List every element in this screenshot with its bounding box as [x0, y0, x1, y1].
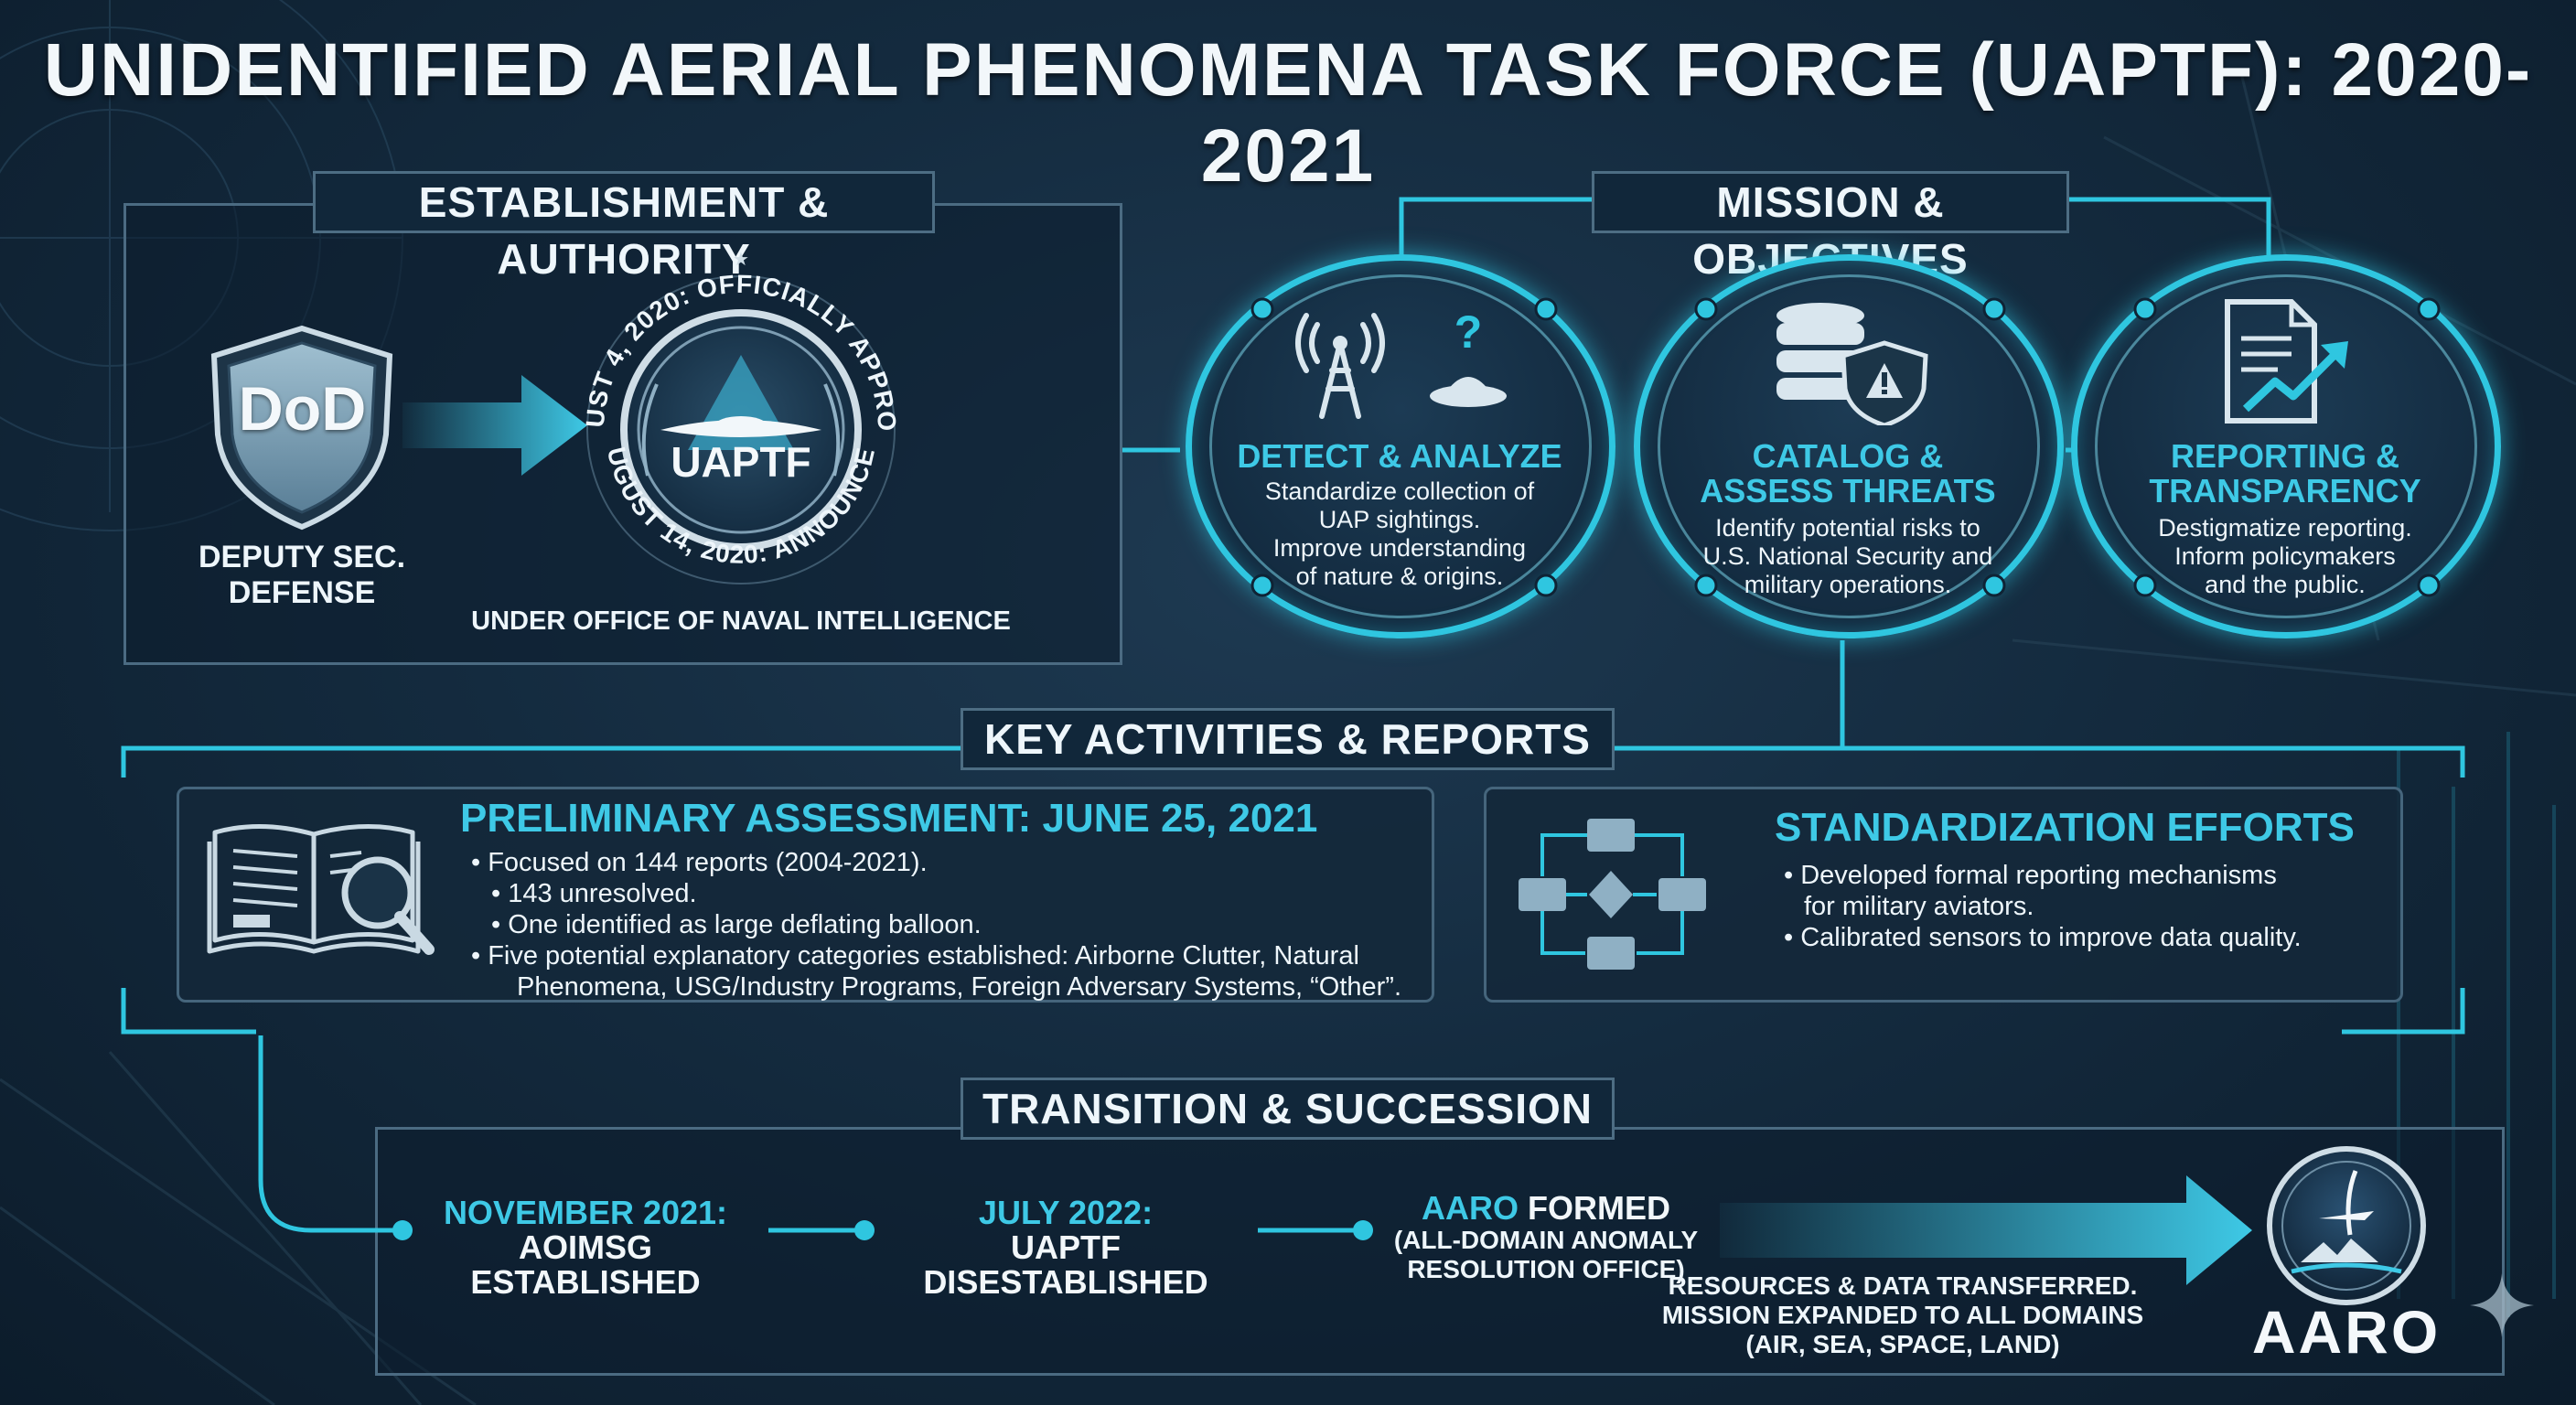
- transfer-caption-line: RESOURCES & DATA TRANSFERRED.: [1668, 1271, 2138, 1300]
- standardization-bullet: • Developed formal reporting mechanisms: [1784, 861, 2277, 890]
- preliminary-bullet: • 143 unresolved.: [491, 879, 697, 908]
- mission-reporting-title-line: REPORTING &: [2170, 437, 2399, 475]
- timeline-event-july: JULY 2022: UAPTF DISESTABLISHED: [874, 1196, 1258, 1300]
- standardization-bullet: for military aviators.: [1804, 892, 2034, 921]
- mission-detect-text-line: Standardize collection of: [1264, 477, 1535, 505]
- activities-label: KEY ACTIVITIES & REPORTS: [961, 708, 1615, 770]
- timeline-event-aaro: AARO FORMED (ALL-DOMAIN ANOMALY RESOLUTI…: [1372, 1191, 1720, 1284]
- mission-catalog-title-line: ASSESS THREATS: [1700, 472, 1996, 509]
- standardization-bullet: • Calibrated sensors to improve data qua…: [1784, 923, 2302, 952]
- mission-catalog-text-line: military operations.: [1744, 571, 1952, 598]
- aaro-subtitle-line: RESOLUTION OFFICE): [1407, 1255, 1685, 1283]
- mission-detect-text-line: Improve understanding: [1272, 534, 1527, 562]
- mission-detect-title: DETECT & ANALYZE: [1189, 439, 1610, 474]
- mission-detect-text: Standardize collection of UAP sightings.…: [1217, 477, 1583, 591]
- dod-shield-icon: [210, 325, 393, 531]
- book-magnifier-icon: [207, 823, 435, 955]
- aaro-formed-text: FORMED: [1519, 1189, 1670, 1227]
- aaro-logo-icon: [2267, 1146, 2426, 1305]
- report-chart-icon: [2225, 299, 2348, 424]
- aaro-accent: AARO: [1422, 1189, 1519, 1227]
- mission-circle-reporting-inner: [2095, 274, 2477, 618]
- standardization-title: STANDARDIZATION EFFORTS: [1775, 805, 2355, 850]
- transfer-caption-line: MISSION EXPANDED TO ALL DOMAINS: [1661, 1301, 2144, 1329]
- mission-catalog-title: CATALOG & ASSESS THREATS: [1637, 439, 2058, 509]
- page-title: UNIDENTIFIED AERIAL PHENOMENA TASK FORCE…: [43, 28, 2533, 198]
- preliminary-bullet: Phenomena, USG/Industry Programs, Foreig…: [517, 972, 1402, 1002]
- establishment-label: ESTABLISHMENT & AUTHORITY: [313, 171, 935, 283]
- flowchart-icon: [1519, 819, 1706, 970]
- transfer-caption: RESOURCES & DATA TRANSFERRED. MISSION EX…: [1647, 1271, 2159, 1359]
- mission-catalog-text-line: Identify potential risks to: [1715, 514, 1980, 542]
- mission-reporting-text-line: Inform policymakers: [2174, 542, 2396, 570]
- uaptf-seal: AUGUST 4, 2020: OFFICIALLY APPROVED AUGU…: [549, 238, 900, 585]
- mission-detect-title-line: DETECT & ANALYZE: [1237, 437, 1562, 475]
- aaro-subtitle-line: (ALL-DOMAIN ANOMALY: [1393, 1226, 1699, 1254]
- timeline-event-date: NOVEMBER 2021:: [443, 1194, 728, 1231]
- timeline-event-text: UAPTF DISESTABLISHED: [923, 1228, 1208, 1301]
- timeline-event-november: NOVEMBER 2021: AOIMSG ESTABLISHED: [402, 1196, 768, 1300]
- authority-arrow-icon: [402, 375, 587, 476]
- preliminary-bullet: • One identified as large deflating ball…: [491, 910, 982, 939]
- mission-catalog-text-line: U.S. National Security and: [1702, 542, 1993, 570]
- transfer-caption-line: (AIR, SEA, SPACE, LAND): [1745, 1330, 2060, 1358]
- transition-label: TRANSITION & SUCCESSION: [961, 1078, 1615, 1140]
- preliminary-assessment-title: PRELIMINARY ASSESSMENT: JUNE 25, 2021: [460, 796, 1318, 841]
- standardization-bullets: • Developed formal reporting mechanisms …: [1784, 860, 2397, 953]
- mission-reporting-text-line: Destigmatize reporting.: [2158, 514, 2412, 542]
- mission-circle-detect-inner: [1209, 274, 1592, 618]
- mission-reporting-text: Destigmatize reporting. Inform policymak…: [2098, 514, 2473, 599]
- mission-circle-catalog-inner: [1658, 274, 2040, 618]
- timeline-event-date: JULY 2022:: [978, 1194, 1154, 1231]
- mission-detect-text-line: UAP sightings.: [1318, 506, 1481, 533]
- mission-reporting-text-line: and the public.: [2205, 571, 2366, 598]
- preliminary-bullets: • Focused on 144 reports (2004-2021). • …: [471, 847, 1422, 1003]
- timeline-event-text: AOIMSG ESTABLISHED: [470, 1228, 701, 1301]
- svg-text:?: ?: [1454, 306, 1483, 358]
- mission-catalog-title-line: CATALOG &: [1752, 437, 1944, 475]
- aaro-formed-heading: AARO FORMED: [1372, 1191, 1720, 1226]
- seal-center-text: UAPTF: [671, 438, 811, 486]
- naval-intelligence-caption: UNDER OFFICE OF NAVAL INTELLIGENCE: [471, 606, 1011, 636]
- svg-text:★: ★: [733, 250, 749, 270]
- aaro-logo-text: AARO: [2251, 1298, 2442, 1366]
- radar-tower-ufo-icon: ?: [1295, 306, 1507, 419]
- preliminary-bullet: • Five potential explanatory categories …: [471, 941, 1359, 971]
- mission-detect-text-line: of nature & origins.: [1295, 563, 1504, 590]
- sparkle-icon: [2470, 1273, 2534, 1337]
- deputy-sec-caption: DEPUTY SEC. DEFENSE: [198, 540, 406, 610]
- dod-shield-text: DoD: [238, 374, 367, 444]
- database-shield-icon: [1776, 303, 1928, 425]
- mission-catalog-text: Identify potential risks to U.S. Nationa…: [1660, 514, 2035, 599]
- mission-reporting-title-line: TRANSPARENCY: [2149, 472, 2421, 509]
- mission-reporting-title: REPORTING & TRANSPARENCY: [2075, 439, 2496, 509]
- preliminary-bullet: • Focused on 144 reports (2004-2021).: [471, 848, 928, 877]
